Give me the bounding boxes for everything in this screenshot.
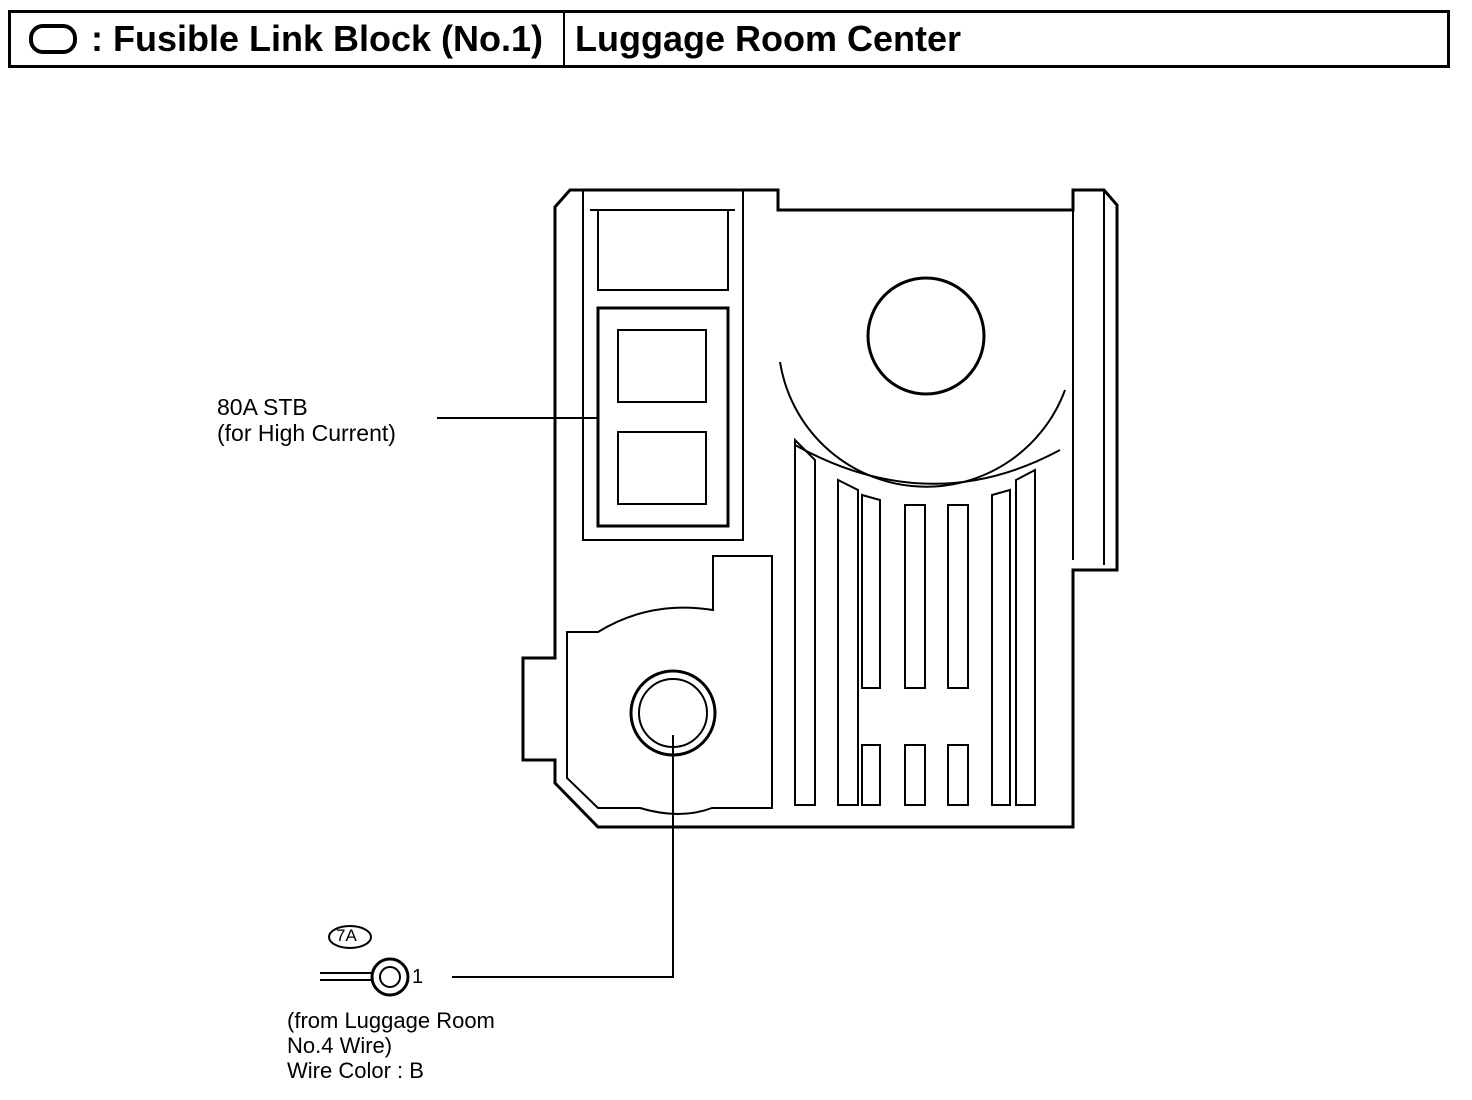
fuse-cover-top (590, 209, 735, 291)
component-title: : Fusible Link Block (No.1) (91, 18, 544, 59)
boss-arc-inner (794, 444, 1061, 485)
fuse-label-line2: (for High Current) (217, 420, 396, 446)
terminal-pocket (566, 555, 773, 815)
header-location-cell: Luggage Room Center (565, 13, 1447, 65)
connector-desc-line1: (from Luggage Room (287, 1008, 495, 1033)
location-title: Luggage Room Center (575, 18, 962, 59)
block-body-outline (521, 188, 1119, 829)
diagram-header: : Fusible Link Block (No.1) Luggage Room… (8, 10, 1450, 68)
body-inner-left-edge (582, 190, 744, 541)
boss-arc (779, 361, 1066, 488)
connector-code-oval (328, 925, 372, 949)
connector-wire-color: Wire Color : B (287, 1058, 424, 1083)
oval-connector-icon (29, 24, 77, 54)
header-title-cell: : Fusible Link Block (No.1) (11, 13, 565, 65)
fuse-label: 80A STB (for High Current) (217, 394, 396, 446)
fuse-slot-lower (617, 431, 707, 505)
ring-terminal-icon (370, 957, 410, 997)
connector-desc-line2: No.4 Wire) (287, 1033, 393, 1058)
fuse-slot-upper (617, 329, 707, 403)
connector-code: 7A (336, 926, 357, 945)
connector-description: (from Luggage Room No.4 Wire) Wire Color… (287, 1008, 495, 1083)
ribs (794, 437, 1036, 806)
connector-pin-number: 1 (412, 966, 424, 988)
right-flange-inner (1072, 190, 1105, 565)
mounting-boss-large (866, 276, 986, 396)
fuse-label-line1: 80A STB (217, 394, 308, 420)
terminal-leader-line (452, 735, 674, 978)
